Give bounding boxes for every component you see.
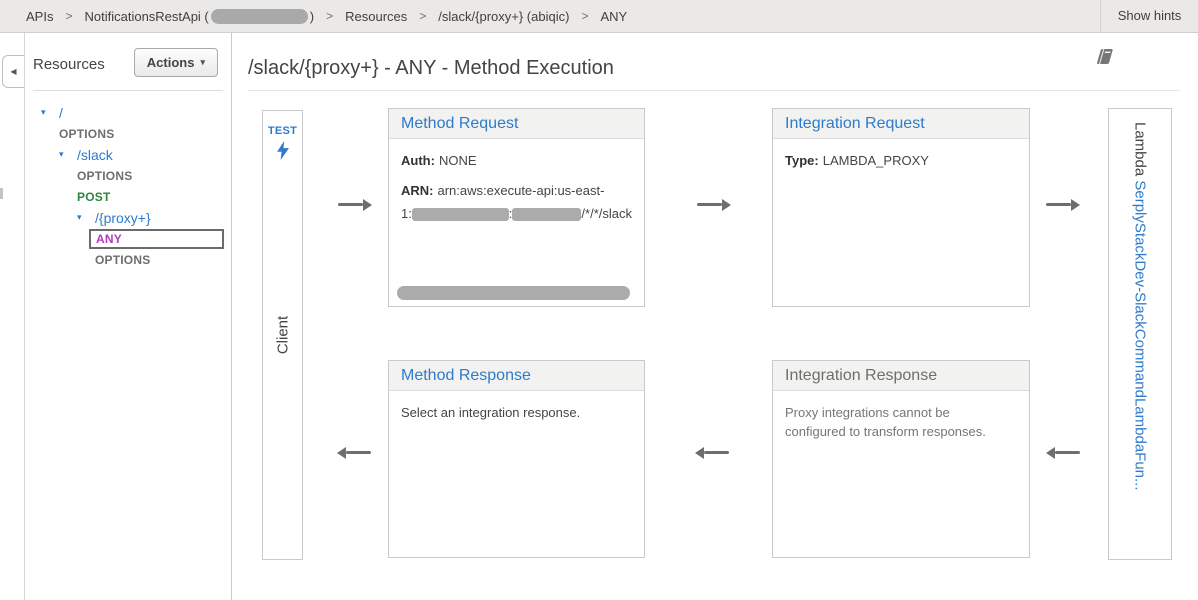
sidebar-divider (33, 90, 223, 91)
selected-method-box: ANY (89, 228, 224, 249)
breadcrumb-separator: > (326, 9, 334, 23)
method-response-body: Select an integration response. (389, 391, 644, 436)
client-label: Client (274, 315, 291, 355)
breadcrumb-separator: > (65, 9, 73, 23)
title-divider (248, 90, 1180, 91)
breadcrumb-separator: > (581, 9, 589, 23)
client-column: TEST Client (262, 110, 303, 560)
tree-item-label: / (59, 104, 63, 121)
breadcrumb-apis[interactable]: APIs (26, 8, 54, 24)
tree-item-root-options[interactable]: OPTIONS (25, 123, 231, 144)
arn-row: ARN:arn:aws:execute-api:us-east- (401, 182, 632, 201)
lambda-column: Lambda SerplyStackDev-SlackCommandLambda… (1108, 108, 1172, 560)
flow-arrow-left-icon (695, 446, 729, 459)
tree-item-label: OPTIONS (77, 168, 133, 183)
arn-line2: 1: : /*/*/slack (401, 205, 632, 224)
tree-item-label: OPTIONS (59, 126, 115, 141)
flow-arrow-right-icon (697, 198, 731, 211)
chevron-down-icon: ▾ (77, 212, 82, 222)
page-title: /slack/{proxy+} - ANY - Method Execution (248, 57, 614, 79)
tree-item-label: POST (77, 189, 111, 204)
sidebar-collapse-tab[interactable]: ◀ (2, 55, 24, 88)
breadcrumb-separator: > (419, 9, 427, 23)
breadcrumb: APIs > NotificationsRestApi ( ) > Resour… (26, 0, 627, 32)
integration-response-title: Integration Response (785, 367, 938, 384)
tree-item-proxy-options[interactable]: OPTIONS (25, 249, 231, 270)
breadcrumb-api-name-suffix: ) (309, 8, 315, 24)
auth-row: Auth:NONE (401, 152, 632, 171)
tree-item-label: /slack (77, 146, 113, 163)
arn-line2-suffix: /*/*/slack (581, 205, 632, 221)
method-response-box: Method Response Select an integration re… (388, 360, 645, 558)
integration-response-box: Integration Response Proxy integrations … (772, 360, 1030, 558)
redacted-account-id (411, 207, 509, 221)
test-link[interactable]: TEST (267, 125, 298, 137)
breadcrumb-api-name-prefix: NotificationsRestApi ( (84, 8, 209, 24)
arn-line1: arn:aws:execute-api:us-east- (437, 182, 605, 198)
chevron-down-icon: ▾ (59, 149, 64, 159)
show-hints-link[interactable]: Show hints (1100, 0, 1198, 33)
tree-item-label: ANY (96, 231, 122, 246)
documentation-book-icon[interactable] (1096, 48, 1116, 70)
breadcrumb-bar: APIs > NotificationsRestApi ( ) > Resour… (0, 0, 1198, 33)
method-request-box: Method Request Auth:NONE ARN:arn:aws:exe… (388, 108, 645, 307)
auth-label: Auth: (401, 153, 435, 168)
breadcrumb-resource-path[interactable]: /slack/{proxy+} (abiqic) (438, 8, 570, 24)
tree-item-proxy[interactable]: ▾ /{proxy+} (25, 207, 231, 228)
redacted-api-id (210, 8, 308, 24)
breadcrumb-resources[interactable]: Resources (345, 8, 408, 24)
integration-request-body: Type:LAMBDA_PROXY (773, 139, 1029, 195)
tree-item-root[interactable]: ▾ / (25, 102, 231, 123)
integration-response-body: Proxy integrations cannot be configured … (773, 391, 1029, 455)
tree-item-slack[interactable]: ▾ /slack (25, 144, 231, 165)
collapse-left-icon: ◀ (10, 66, 17, 76)
lambda-function-link[interactable]: SerplyStackDev-SlackCommandLambdaFun... (1131, 180, 1149, 491)
actions-button[interactable]: Actions ▾ (133, 48, 218, 77)
method-response-link[interactable]: Method Response (401, 367, 531, 384)
integration-request-box: Integration Request Type:LAMBDA_PROXY (772, 108, 1030, 307)
lambda-text: Lambda SerplyStackDev-SlackCommandLambda… (1132, 122, 1149, 491)
method-response-header: Method Response (389, 361, 644, 391)
lightning-bolt-icon[interactable] (276, 141, 289, 165)
integration-response-header: Integration Response (773, 361, 1029, 391)
breadcrumb-method[interactable]: ANY (600, 8, 628, 24)
auth-value: NONE (438, 153, 477, 168)
flow-arrow-right-icon (338, 198, 372, 211)
redacted-bar (397, 286, 630, 300)
integration-response-text: Proxy integrations cannot be configured … (785, 405, 986, 439)
resources-sidebar: Resources Actions ▾ ▾ / OPTIONS ▾ /slack… (24, 33, 232, 600)
type-value: LAMBDA_PROXY (822, 153, 929, 168)
tree-item-label: /{proxy+} (95, 209, 151, 226)
arn-line2-prefix: 1: (401, 205, 412, 221)
flow-arrow-left-icon (1046, 446, 1080, 459)
chevron-down-icon: ▾ (41, 107, 46, 117)
integration-request-link[interactable]: Integration Request (785, 115, 925, 132)
tree-item-label: OPTIONS (95, 252, 151, 267)
resources-title: Resources (33, 56, 105, 73)
tree-item-slack-post[interactable]: POST (25, 186, 231, 207)
type-label: Type: (785, 153, 819, 168)
left-edge-mark (0, 188, 3, 199)
actions-button-label: Actions (146, 55, 195, 70)
chevron-down-icon: ▾ (200, 57, 205, 67)
tree-item-any-selected[interactable]: ANY (25, 228, 231, 249)
integration-request-header: Integration Request (773, 109, 1029, 139)
method-request-link[interactable]: Method Request (401, 115, 519, 132)
tree-item-slack-options[interactable]: OPTIONS (25, 165, 231, 186)
arn-label: ARN: (401, 182, 434, 198)
method-response-text: Select an integration response. (401, 405, 581, 420)
flow-arrow-left-icon (337, 446, 371, 459)
type-row: Type:LAMBDA_PROXY (785, 152, 1017, 171)
resource-tree: ▾ / OPTIONS ▾ /slack OPTIONS POST ▾ /{pr… (25, 91, 231, 270)
redacted-api-id (512, 207, 582, 221)
breadcrumb-api-name[interactable]: NotificationsRestApi ( ) (84, 8, 315, 24)
flow-arrow-right-icon (1046, 198, 1080, 211)
resources-header: Resources Actions ▾ (25, 33, 231, 90)
method-request-body: Auth:NONE ARN:arn:aws:execute-api:us-eas… (389, 139, 644, 237)
method-request-header: Method Request (389, 109, 644, 139)
lambda-label: Lambda (1131, 122, 1149, 181)
arn-line2-separator: : (508, 205, 513, 221)
